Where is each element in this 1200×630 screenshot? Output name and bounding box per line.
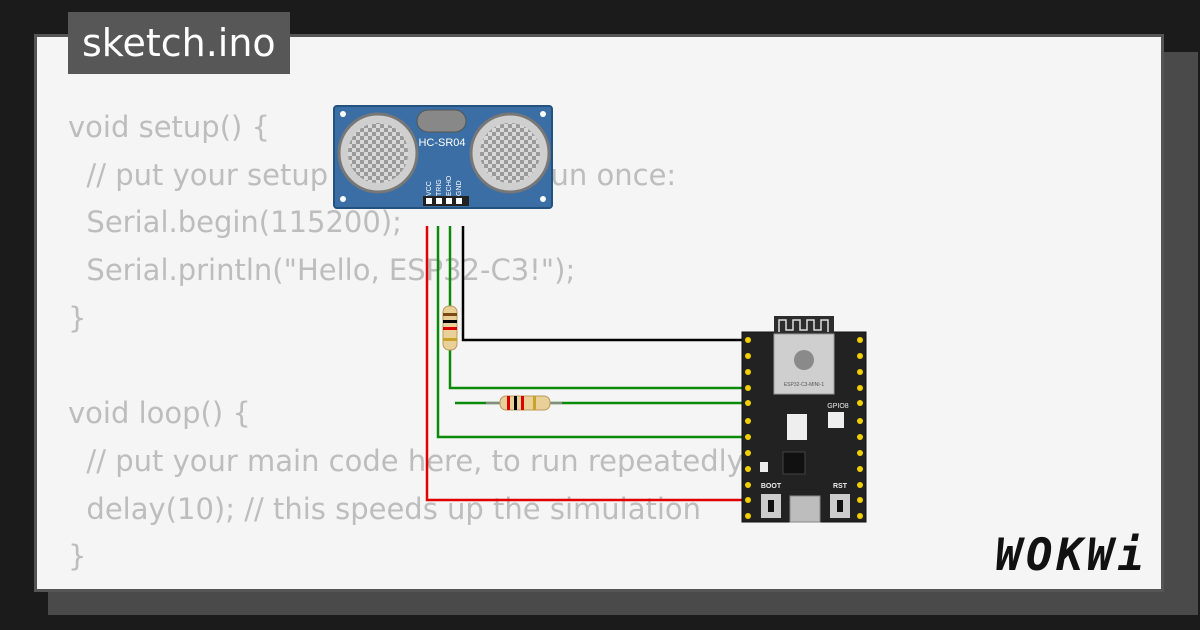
file-tab-label: sketch.ino	[82, 21, 276, 65]
wire-trig[interactable]	[436, 226, 746, 439]
resistor-horizontal[interactable]	[486, 395, 562, 411]
sensor-label: HC-SR04	[418, 137, 465, 149]
transducer-left	[337, 112, 419, 194]
hc-sr04-sensor[interactable]: HC-SR04 VCC TRIG ECHO GND	[333, 105, 553, 209]
led-label: GPIO8	[827, 403, 849, 410]
wire-echo-divider[interactable]	[448, 350, 746, 390]
wokwi-logo: WOKWi	[996, 530, 1148, 581]
pin-label-echo: ECHO	[446, 175, 453, 196]
resistor-vertical[interactable]	[442, 305, 458, 351]
right-header-pins	[857, 337, 863, 519]
boot-label: BOOT	[761, 483, 782, 490]
pin-label-vcc: VCC	[426, 181, 433, 196]
left-header-pins	[745, 337, 751, 519]
module-label: ESP32-C3-MINI-1	[784, 382, 825, 388]
logo-text: WOKWi	[995, 530, 1148, 581]
rst-label: RST	[833, 483, 848, 490]
pin-label-gnd: GND	[456, 180, 463, 196]
esp32-c3-board[interactable]: ESP32-C3-MINI-1 GPIO8 BOOT RST	[741, 316, 867, 523]
code-line: void loop() {	[68, 396, 251, 431]
file-tab[interactable]: sketch.ino	[68, 12, 290, 74]
code-line: void setup() {	[68, 110, 270, 144]
usb-port	[789, 495, 821, 523]
code-line: }	[68, 300, 87, 335]
transducer-right	[469, 112, 551, 194]
code-line: }	[68, 539, 87, 574]
wire-gnd[interactable]	[461, 226, 746, 342]
wire-vcc[interactable]	[425, 226, 746, 502]
code-line: delay(10); // this speeds up the simulat…	[68, 491, 702, 526]
rgb-led	[828, 412, 844, 428]
code-line: Serial.println("Hello, ESP32-C3!");	[68, 253, 576, 288]
code-line: Serial.begin(115200);	[68, 205, 402, 240]
pin-label-trig: TRIG	[436, 179, 443, 196]
code-line: // put your main code here, to run repea…	[68, 443, 752, 478]
